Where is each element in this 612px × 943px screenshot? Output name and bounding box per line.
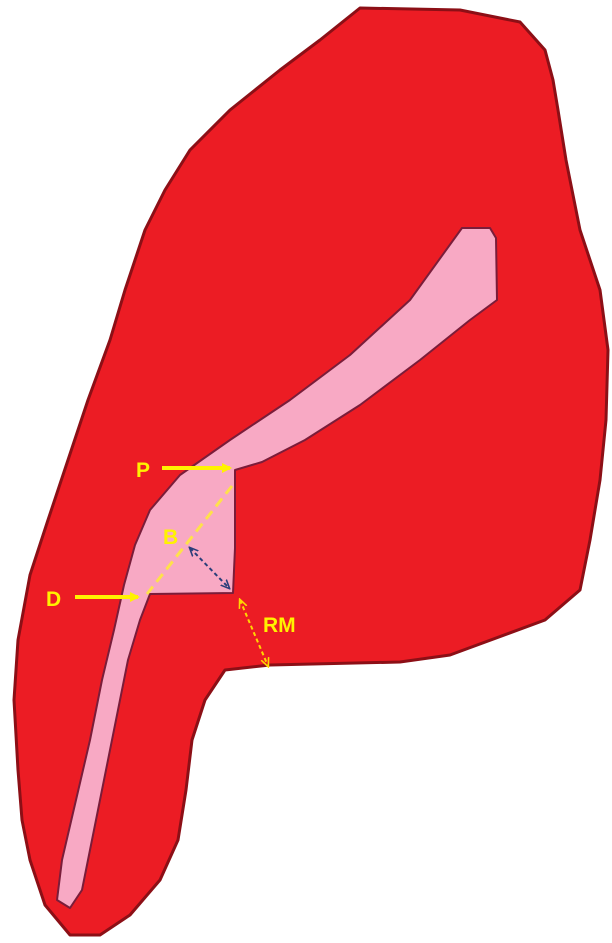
label-p: P — [136, 459, 150, 482]
outer-tissue-region — [14, 8, 608, 935]
label-d: D — [46, 588, 61, 611]
label-b: B — [163, 526, 178, 549]
label-rm: RM — [263, 614, 296, 637]
